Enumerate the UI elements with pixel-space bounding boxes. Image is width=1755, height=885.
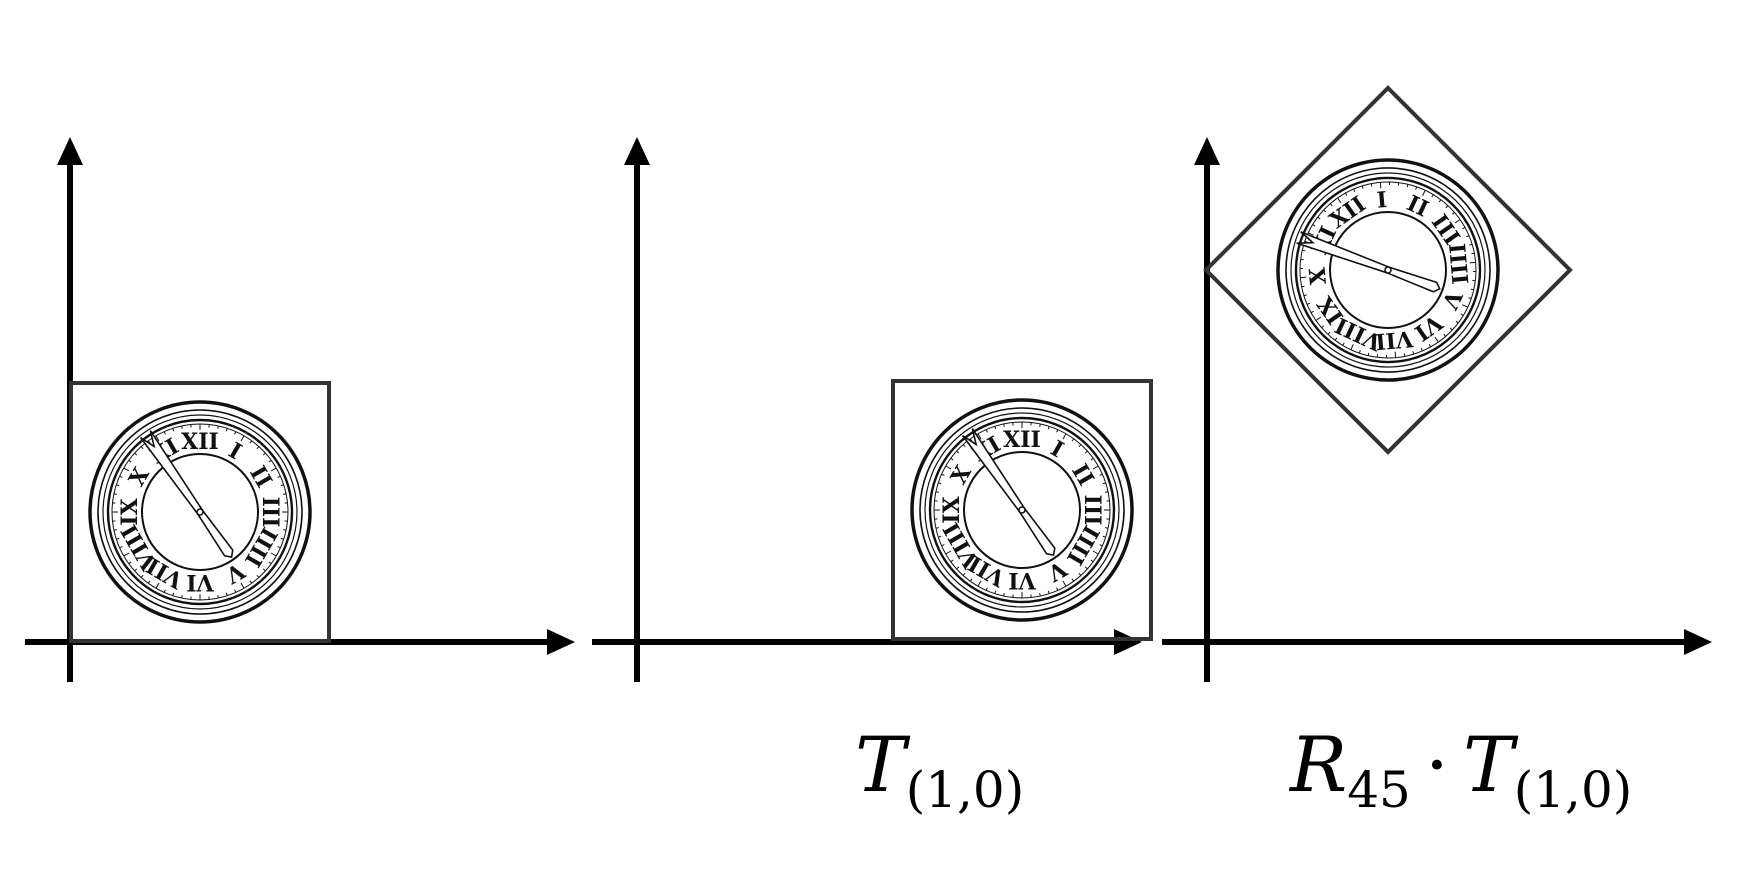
panel-original bbox=[25, 137, 575, 682]
y-arrow-icon bbox=[57, 137, 83, 165]
rotation-symbol: R bbox=[1290, 720, 1348, 809]
y-axis bbox=[624, 137, 650, 682]
x-arrow-icon bbox=[547, 629, 575, 655]
translate-subscript: (1,0) bbox=[1513, 761, 1633, 819]
rotation-subscript: 45 bbox=[1347, 761, 1411, 819]
x-axis bbox=[592, 629, 1142, 655]
y-arrow-icon bbox=[1194, 137, 1220, 165]
clock-object bbox=[910, 398, 1134, 622]
composition-operator: · bbox=[1424, 720, 1450, 809]
bounding-box bbox=[69, 381, 331, 643]
y-axis bbox=[1194, 137, 1220, 682]
panel-translated bbox=[592, 137, 1153, 682]
x-arrow-icon bbox=[1114, 629, 1142, 655]
translate-symbol: T bbox=[855, 720, 906, 809]
x-arrow-icon bbox=[1684, 629, 1712, 655]
panel-rotated-translated bbox=[1162, 85, 1712, 682]
translate-subscript: (1,0) bbox=[905, 761, 1025, 819]
bounding-box bbox=[1203, 85, 1573, 455]
x-axis bbox=[1162, 629, 1712, 655]
bounding-box bbox=[891, 379, 1153, 641]
label-translation: T(1,0) bbox=[855, 727, 1024, 816]
translate-symbol: T bbox=[1463, 720, 1514, 809]
label-rotation-composite: R45·T(1,0) bbox=[1290, 727, 1632, 816]
clock-hands bbox=[139, 430, 234, 558]
clock-object bbox=[1233, 115, 1543, 425]
y-arrow-icon bbox=[624, 137, 650, 165]
clock-object bbox=[88, 400, 312, 624]
